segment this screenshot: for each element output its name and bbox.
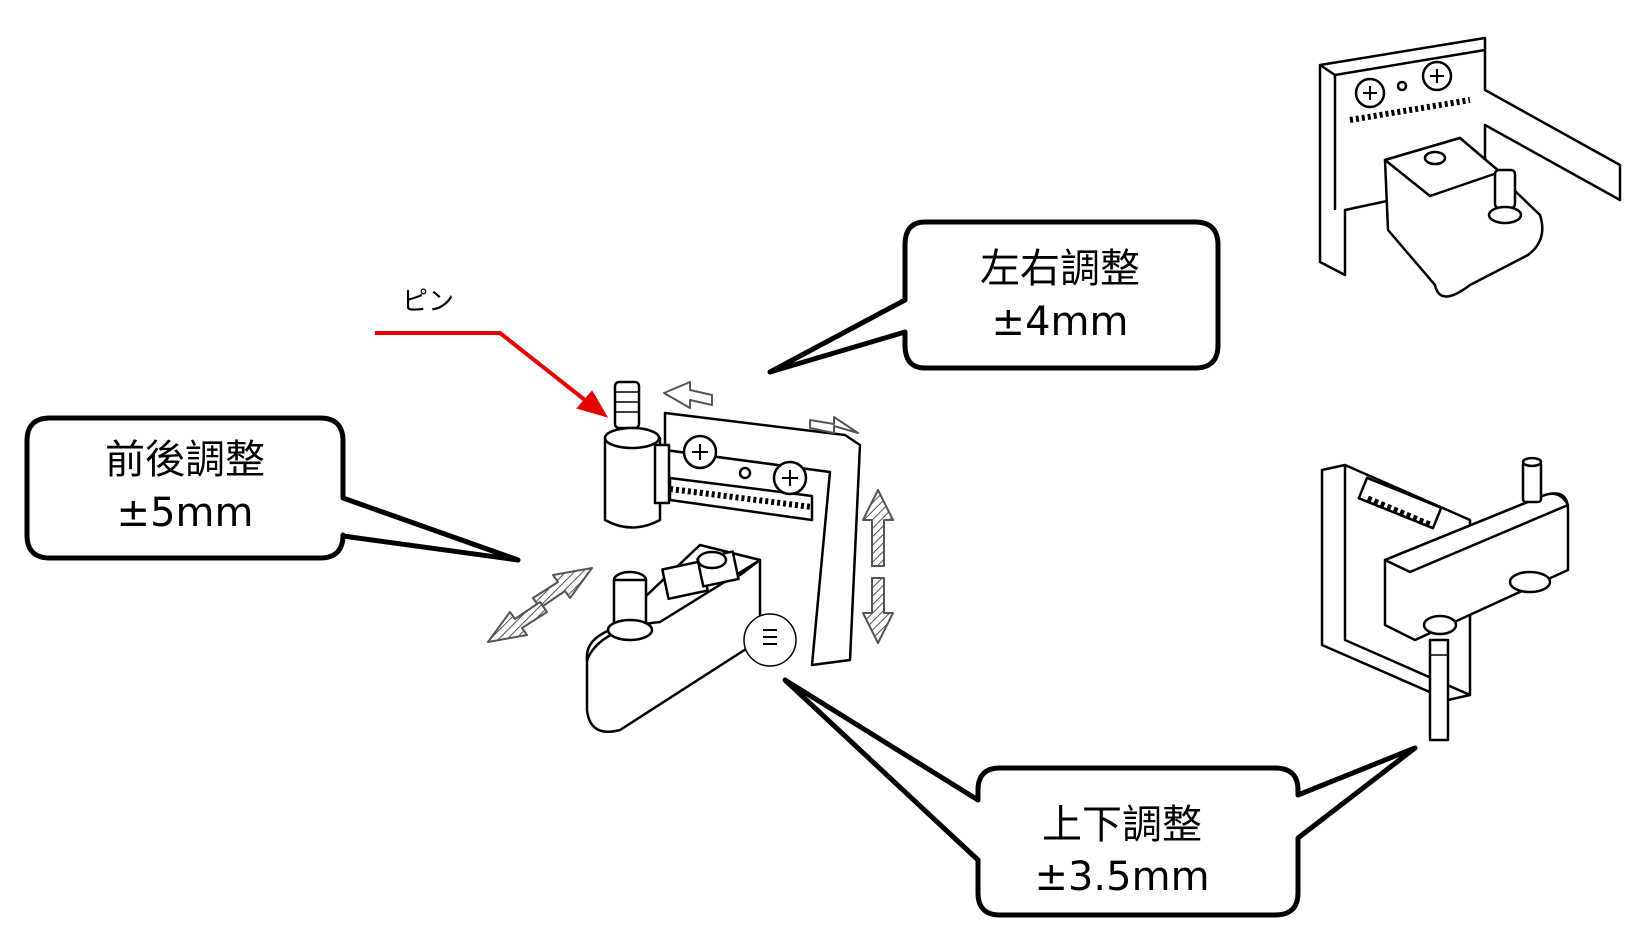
callout-vertical: 上下調整 ±3.5mm <box>782 677 1418 918</box>
pin-pointer-arrow <box>375 331 609 418</box>
bottom-right-hinge-illustration <box>1320 456 1570 742</box>
adjustment-arrows <box>487 381 894 644</box>
callout-vertical-range: ±3.5mm <box>1034 854 1209 900</box>
top-right-hinge-illustration <box>1318 36 1622 298</box>
callout-lateral-range: ±4mm <box>992 299 1129 345</box>
callout-depth-title: 前後調整 <box>105 437 265 483</box>
pin-label: ピン <box>402 287 454 317</box>
depth-arrow-upper <box>532 567 593 609</box>
callout-lateral-title: 左右調整 <box>980 246 1140 292</box>
vertical-arrow-up <box>862 489 894 567</box>
depth-arrow-lower <box>487 601 548 643</box>
callout-depth: 前後調整 ±5mm <box>24 415 521 563</box>
main-hinge-illustration <box>585 380 862 733</box>
callout-vertical-title: 上下調整 <box>1042 802 1202 848</box>
lateral-arrow-right <box>809 416 859 434</box>
vertical-arrow-down <box>862 577 894 644</box>
callout-depth-range: ±5mm <box>117 490 254 536</box>
lateral-arrow-left <box>663 381 713 409</box>
callout-lateral: 左右調整 ±4mm <box>767 219 1221 375</box>
